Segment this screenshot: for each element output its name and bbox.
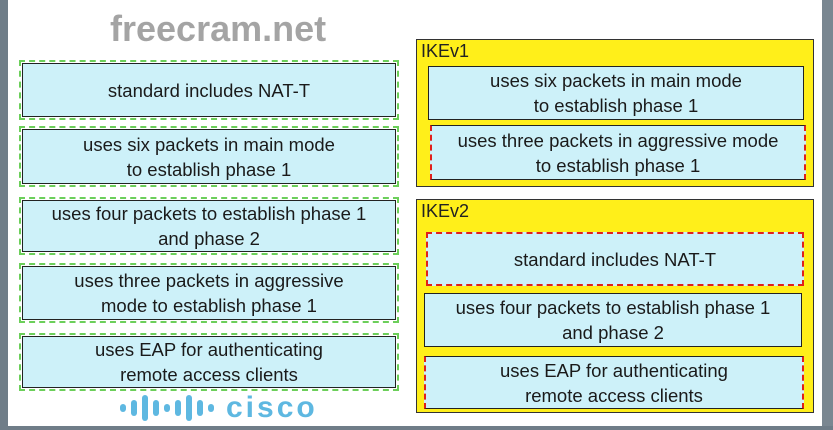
ikev2-item-four-packets[interactable]: uses four packets to establish phase 1 a… xyxy=(424,293,802,347)
source-item-nat-t[interactable]: standard includes NAT-T xyxy=(19,60,399,120)
item-label: uses three packets in aggressive mode to… xyxy=(457,129,779,176)
item-label: uses six packets in main mode to establi… xyxy=(83,133,335,180)
frame-right xyxy=(822,0,833,430)
frame-bottom xyxy=(0,426,833,430)
item-label: uses EAP for authenticating remote acces… xyxy=(500,359,728,406)
item-label: uses three packets in aggressive mode to… xyxy=(74,270,344,316)
item-label: uses EAP for authenticating remote acces… xyxy=(95,339,323,385)
target-ikev2[interactable]: IKEv2 standard includes NAT-T uses four … xyxy=(416,199,814,413)
item-label: uses four packets to establish phase 1 a… xyxy=(455,297,771,343)
cisco-logo-word: cisco xyxy=(226,391,318,424)
cisco-logo-watermark: cisco xyxy=(120,391,318,425)
item-label: uses six packets in main mode to establi… xyxy=(490,70,742,116)
source-item-six-packets[interactable]: uses six packets in main mode to establi… xyxy=(19,126,399,187)
item-label: standard includes NAT-T xyxy=(513,248,717,270)
panel-title: IKEv1 xyxy=(421,41,470,61)
panel-title: IKEv2 xyxy=(421,201,470,221)
target-ikev1[interactable]: IKEv1 uses six packets in main mode to e… xyxy=(416,39,814,187)
ikev2-item-eap[interactable]: uses EAP for authenticating remote acces… xyxy=(424,356,804,409)
frame-left xyxy=(0,0,8,430)
source-item-three-packets[interactable]: uses three packets in aggressive mode to… xyxy=(19,263,399,323)
item-label: uses four packets to establish phase 1 a… xyxy=(51,203,367,249)
ikev2-item-nat-t[interactable]: standard includes NAT-T xyxy=(426,232,804,286)
source-item-eap[interactable]: uses EAP for authenticating remote acces… xyxy=(19,333,399,391)
source-item-four-packets[interactable]: uses four packets to establish phase 1 a… xyxy=(19,197,399,255)
cisco-logo-bars xyxy=(120,393,214,423)
ikev1-item-six-packets[interactable]: uses six packets in main mode to establi… xyxy=(428,66,804,120)
item-label: standard includes NAT-T xyxy=(107,79,311,101)
ikev1-item-three-packets[interactable]: uses three packets in aggressive mode to… xyxy=(430,125,806,180)
watermark-text: freecram.net xyxy=(110,8,327,49)
